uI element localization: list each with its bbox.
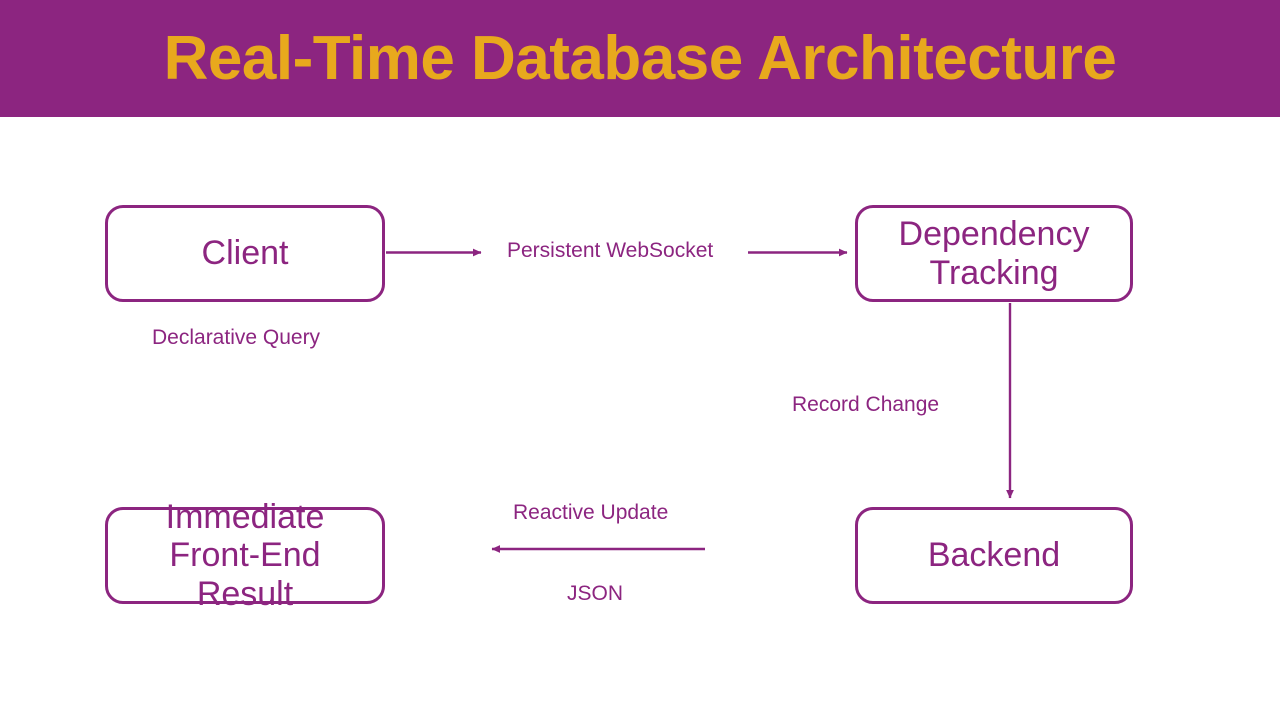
node-client-label: Client — [201, 234, 289, 273]
node-backend-label: Backend — [927, 536, 1061, 575]
node-immediate-front-end-result-label: Immediate Front-End Result — [165, 498, 325, 613]
page-title: Real-Time Database Architecture — [163, 24, 1117, 93]
node-dependency-tracking-label: Dependency Tracking — [898, 215, 1090, 292]
architecture-diagram: Client Dependency Tracking Immediate Fro… — [0, 117, 1280, 720]
node-dependency-tracking[interactable]: Dependency Tracking — [855, 205, 1133, 302]
edge-label-json: JSON — [567, 582, 624, 605]
edge-label-declarative-query: Declarative Query — [152, 326, 321, 349]
edge-label-record-change: Record Change — [792, 393, 940, 416]
connector-layer — [386, 248, 1014, 553]
edge-label-persistent-websocket: Persistent WebSocket — [507, 239, 714, 262]
title-header-band: Real-Time Database Architecture — [0, 0, 1280, 117]
node-client[interactable]: Client — [105, 205, 385, 302]
node-immediate-front-end-result[interactable]: Immediate Front-End Result — [105, 498, 385, 613]
node-backend[interactable]: Backend — [855, 507, 1133, 604]
edge-label-reactive-update: Reactive Update — [513, 501, 669, 524]
